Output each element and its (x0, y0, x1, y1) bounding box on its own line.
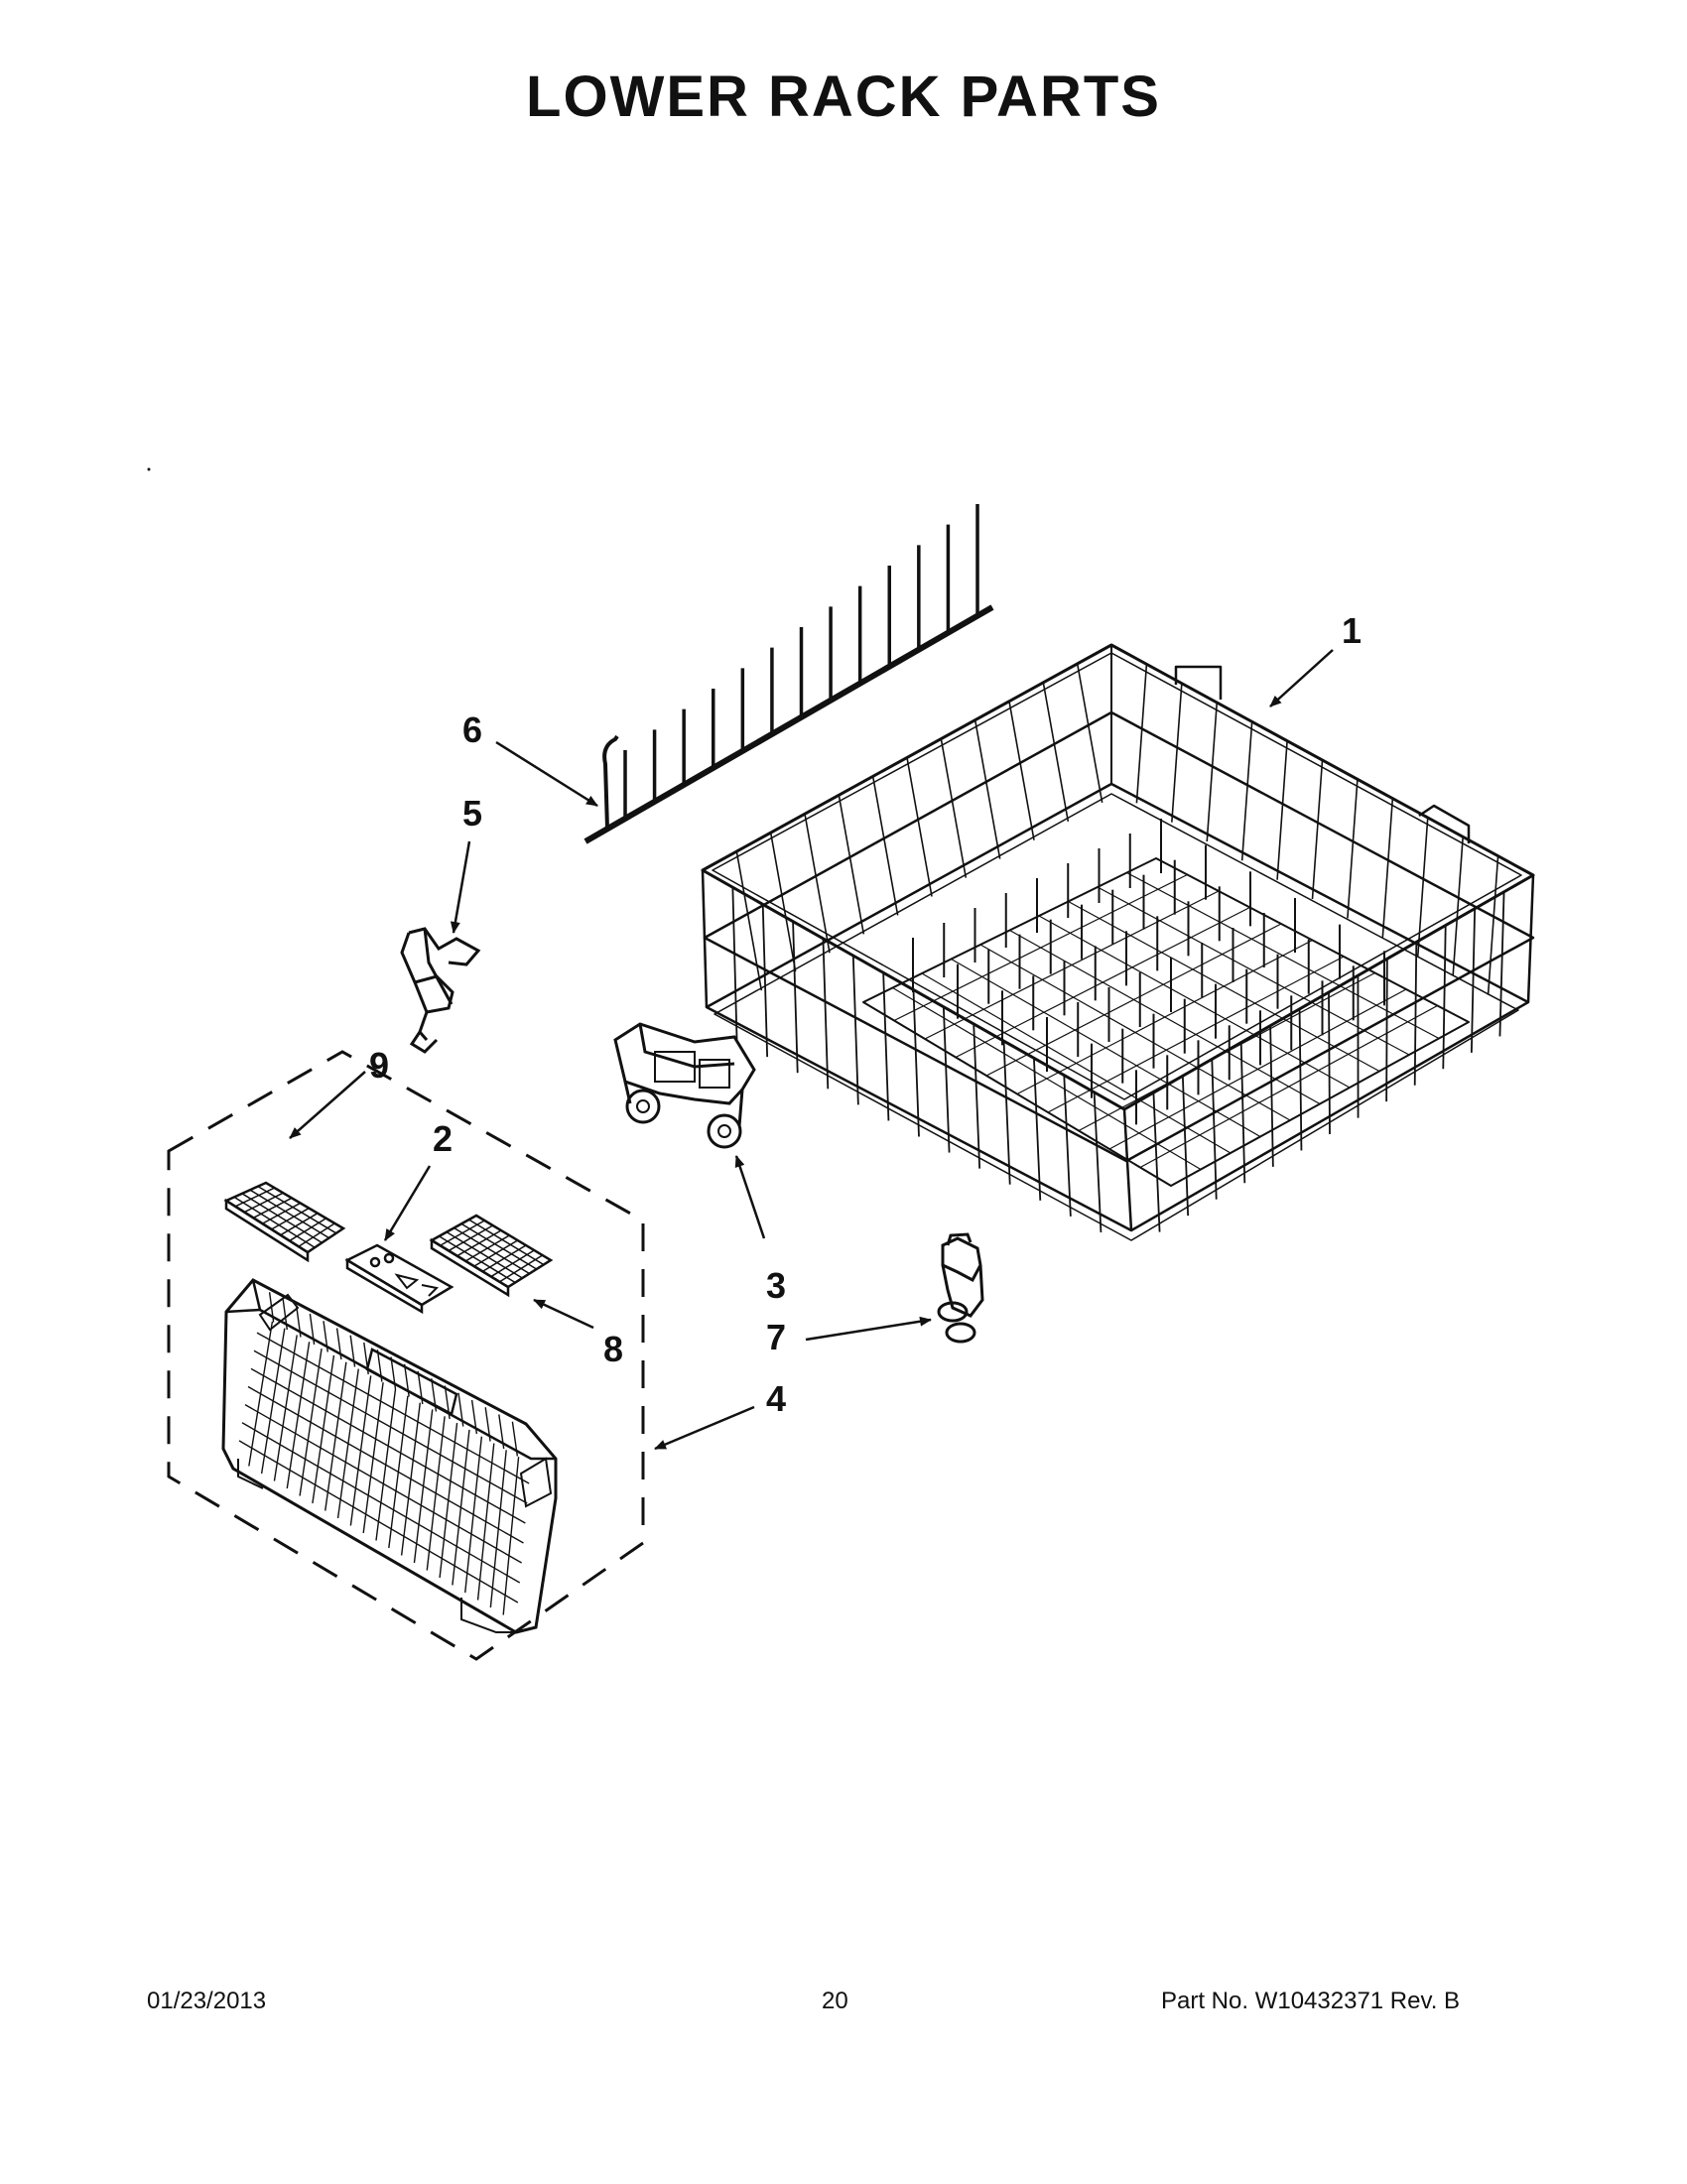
leader-lines (289, 649, 1334, 1451)
footer-part-number: Part No. W10432371 Rev. B (1161, 1988, 1461, 2014)
lower-rack-drawing (701, 643, 1535, 1241)
leader-line-6 (495, 740, 598, 808)
basket-divider-drawing (344, 1243, 454, 1315)
leader-line-7 (805, 1316, 932, 1342)
leader-line-9 (289, 1071, 366, 1139)
callout-6: 6 (462, 709, 482, 750)
leader-line-5 (450, 840, 471, 934)
basket-lid-small-drawing (223, 1181, 346, 1263)
basket-assembly-box (167, 1050, 645, 1661)
callout-2: 2 (433, 1118, 453, 1159)
callout-5: 5 (462, 793, 482, 834)
page-title: LOWER RACK PARTS (526, 64, 1161, 129)
leader-line-1 (1269, 649, 1334, 707)
callout-3: 3 (766, 1265, 786, 1306)
callout-4: 4 (766, 1378, 786, 1419)
leader-line-3 (734, 1155, 766, 1239)
wheel-assembly-drawing (613, 1022, 756, 1149)
footer-page-number: 20 (822, 1988, 848, 2014)
leader-line-8 (533, 1298, 594, 1330)
callout-1: 1 (1342, 610, 1362, 651)
basket-lid-large-drawing (429, 1214, 554, 1298)
tine-row-drawing (584, 504, 994, 844)
callout-8: 8 (603, 1329, 623, 1369)
callout-7: 7 (766, 1317, 786, 1357)
footer-date: 01/23/2013 (147, 1988, 267, 2014)
callout-labels: 1 2 3 4 5 6 7 8 9 (369, 610, 1362, 1419)
silverware-basket-drawing (221, 1278, 558, 1634)
side-roller-drawing (937, 1232, 984, 1344)
leader-line-2 (383, 1165, 432, 1241)
clip-bracket-drawing (400, 927, 481, 1054)
leader-line-4 (654, 1405, 755, 1451)
callout-9: 9 (369, 1045, 389, 1086)
